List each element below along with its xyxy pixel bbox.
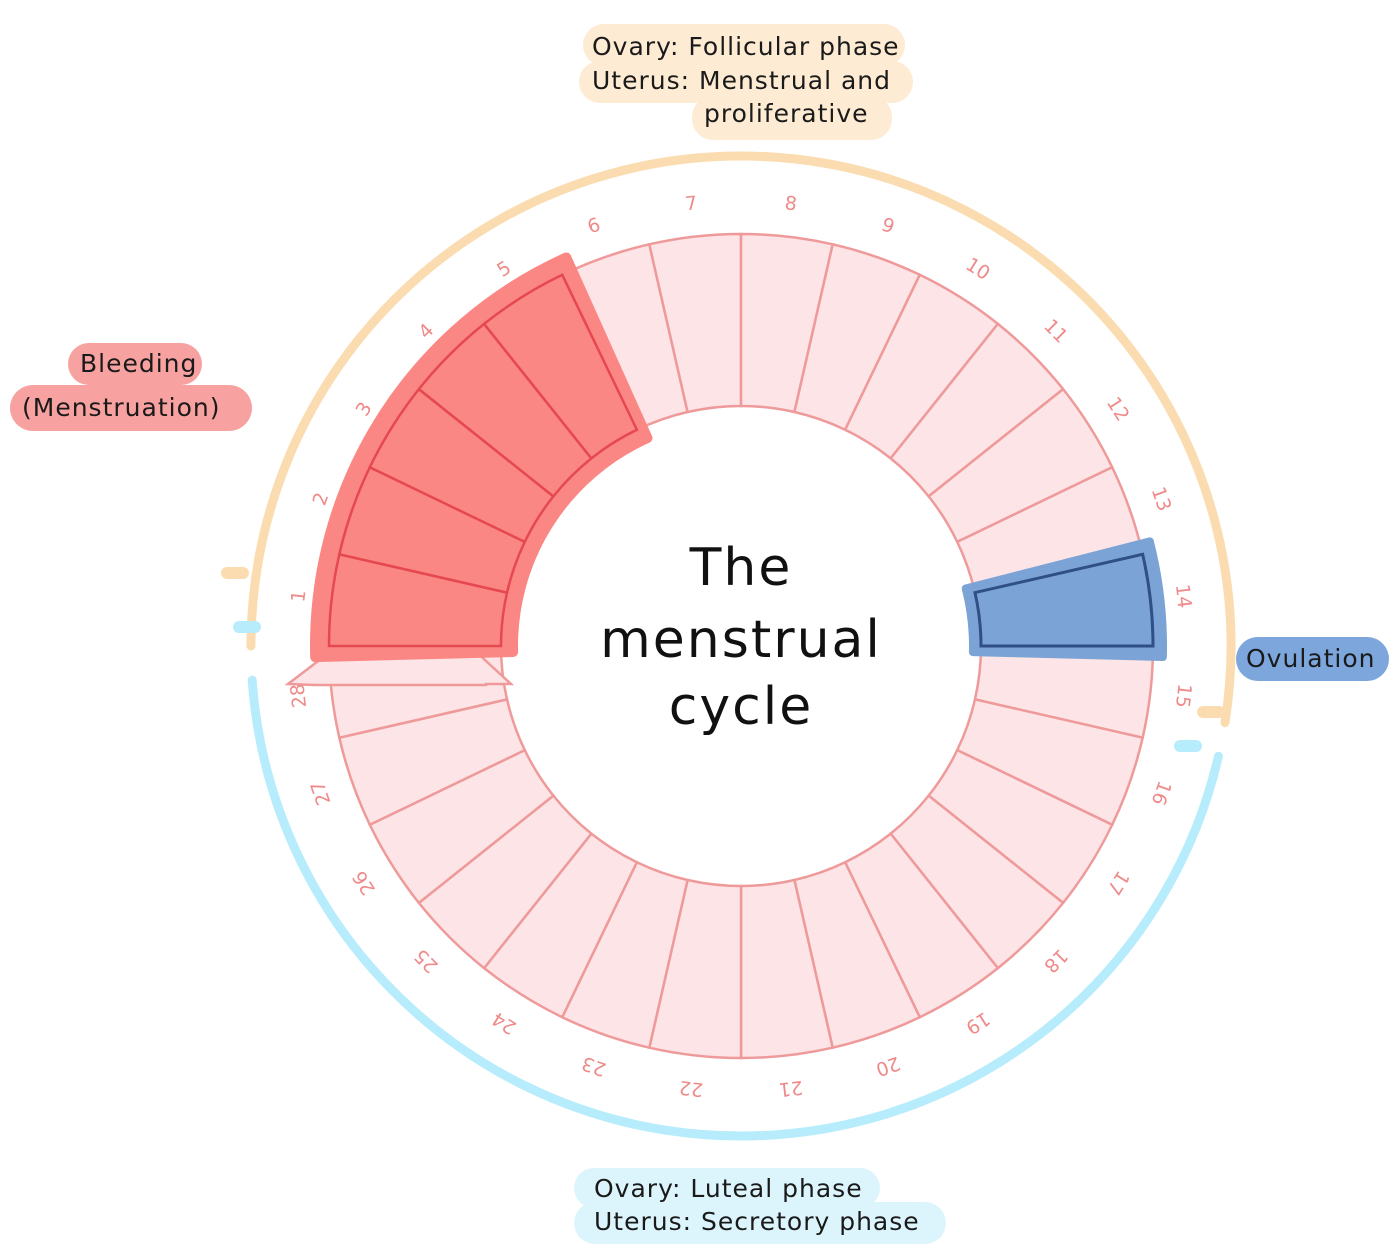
day-number-6: 6 bbox=[585, 214, 604, 239]
luteal-phase-arc bbox=[247, 675, 1223, 1141]
day-number-13: 13 bbox=[1147, 484, 1176, 514]
title-line-1: The bbox=[689, 538, 793, 598]
follicular-phase-label: Ovary: Follicular phase Uterus: Menstrua… bbox=[579, 24, 913, 140]
day-number-20: 20 bbox=[873, 1052, 903, 1081]
follicular-phase-arc bbox=[246, 151, 1236, 728]
follicular-ovary-text: Ovary: Follicular phase bbox=[592, 32, 900, 61]
title-line-2: menstrual bbox=[600, 610, 882, 670]
luteal-arc-end-cap bbox=[233, 621, 261, 633]
luteal-phase-label: Ovary: Luteal phase Uterus: Secretory ph… bbox=[574, 1168, 946, 1244]
day-number-27: 27 bbox=[307, 778, 336, 808]
day-number-24: 24 bbox=[488, 1007, 520, 1038]
luteal-ovary-text: Ovary: Luteal phase bbox=[594, 1174, 863, 1203]
day-number-12: 12 bbox=[1102, 393, 1133, 425]
luteal-arc-start-cap bbox=[1174, 740, 1202, 752]
day-number-22: 22 bbox=[678, 1076, 704, 1101]
day-number-14: 14 bbox=[1171, 583, 1196, 609]
ovulation-text: Ovulation bbox=[1246, 644, 1375, 673]
day-number-25: 25 bbox=[410, 944, 443, 977]
day-number-2: 2 bbox=[309, 490, 334, 509]
follicular-arc-start-cap bbox=[221, 567, 249, 579]
day-number-15: 15 bbox=[1171, 683, 1196, 709]
ovulation-day-segment bbox=[973, 552, 1155, 648]
ovulation-label: Ovulation bbox=[1236, 637, 1389, 681]
day-number-16: 16 bbox=[1147, 778, 1176, 808]
bleeding-day-5 bbox=[482, 273, 639, 461]
title-line-3: cycle bbox=[669, 677, 813, 737]
day-number-4: 4 bbox=[414, 319, 438, 343]
day-number-11: 11 bbox=[1039, 315, 1072, 348]
menstruation-text: (Menstruation) bbox=[22, 393, 220, 422]
day-number-10: 10 bbox=[962, 253, 994, 284]
day-number-19: 19 bbox=[962, 1007, 994, 1038]
day-number-9: 9 bbox=[879, 214, 898, 239]
day-number-3: 3 bbox=[352, 398, 377, 420]
follicular-arc-end-cap bbox=[1197, 706, 1225, 718]
day-number-26: 26 bbox=[348, 867, 379, 899]
luteal-uterus-text: Uterus: Secretory phase bbox=[594, 1207, 920, 1236]
bleeding-days bbox=[327, 273, 639, 648]
day-number-1: 1 bbox=[287, 589, 310, 603]
bleeding-label: Bleeding (Menstruation) bbox=[10, 343, 252, 431]
day-number-21: 21 bbox=[778, 1076, 804, 1101]
follicular-uterus-text: Uterus: Menstrual and bbox=[592, 66, 891, 95]
day-number-17: 17 bbox=[1102, 867, 1133, 899]
day-number-23: 23 bbox=[579, 1052, 609, 1081]
follicular-uterus-text-cont: proliferative bbox=[704, 99, 869, 128]
day-number-7: 7 bbox=[684, 192, 698, 215]
day-number-8: 8 bbox=[784, 192, 798, 215]
day-number-28: 28 bbox=[287, 683, 312, 709]
day-number-18: 18 bbox=[1039, 944, 1072, 977]
day-number-5: 5 bbox=[493, 257, 515, 282]
bleeding-text: Bleeding bbox=[80, 349, 197, 378]
